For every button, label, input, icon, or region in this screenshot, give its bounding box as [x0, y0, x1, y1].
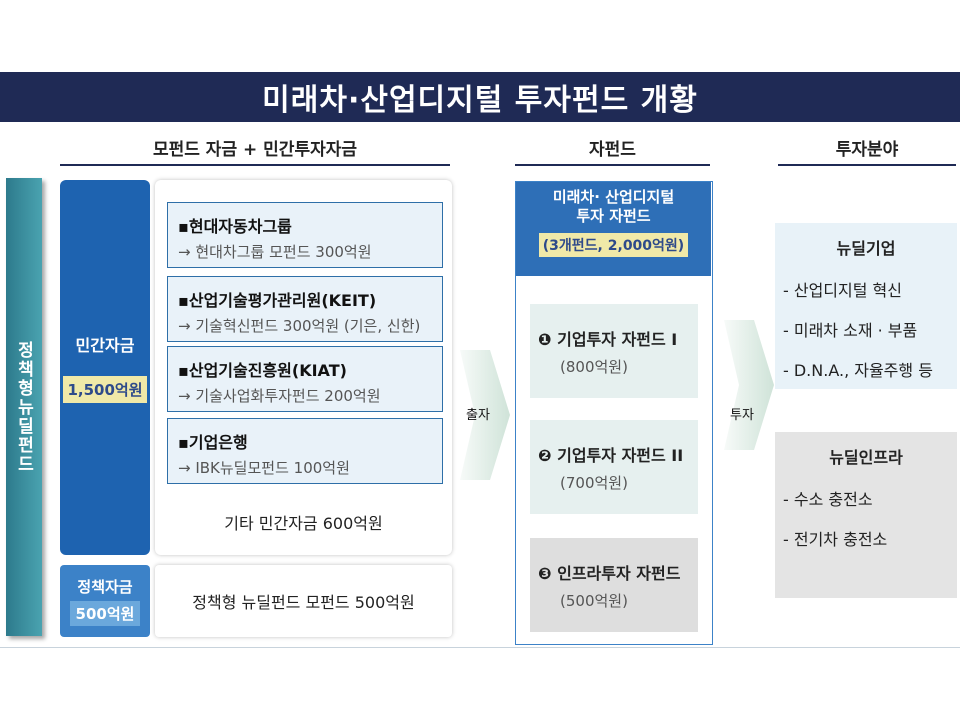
policy-new-deal-fund-banner: 정책형뉴딜펀드 — [6, 178, 42, 636]
policy-funding-amount: 500억원 — [69, 601, 141, 626]
fund-item-ibk: ▪기업은행 → IBK뉴딜모펀드 100억원 — [167, 418, 443, 484]
subfund-item-enterprise-2: ❷ 기업투자 자펀드 II (700억원) — [530, 420, 698, 514]
policy-banner-label: 정책형뉴딜펀드 — [13, 340, 34, 474]
fund-item-detail: → IBK뉴딜모펀드 100억원 — [178, 459, 350, 477]
subfund-item-amount: (700억원) — [560, 474, 628, 492]
column-header-funding: 모펀드 자금 + 민간투자자금 — [60, 130, 450, 166]
private-funding-amount: 1,500억원 — [63, 376, 147, 403]
subfund-total: (3개펀드, 2,000억원) — [538, 233, 689, 257]
field-title: 뉴딜기업 — [836, 239, 896, 258]
column-header-subfund: 자펀드 — [515, 130, 710, 166]
investment-arrow — [724, 320, 774, 450]
subfund-item-amount: (500억원) — [560, 592, 628, 610]
fund-item-keit: ▪산업기술평가관리원(KEIT) → 기술혁신펀드 300억원 (기은, 신한) — [167, 276, 443, 342]
fund-item-hyundai: ▪현대자동차그룹 → 현대차그룹 모펀드 300억원 — [167, 202, 443, 268]
subfund-item-name: ❶ 기업투자 자펀드 I — [538, 330, 678, 349]
field-new-deal-enterprise: 뉴딜기업 - 산업디지털 혁신 - 미래차 소재 · 부품 - D.N.A., … — [775, 223, 957, 389]
fund-item-detail: → 기술혁신펀드 300억원 (기은, 신한) — [178, 317, 421, 335]
investment-arrow-label: 투자 — [730, 408, 754, 423]
subfund-item-amount: (800억원) — [560, 358, 628, 376]
field-list: - 산업디지털 혁신 - 미래차 소재 · 부품 - D.N.A., 자율주행 … — [775, 277, 957, 381]
column-header-investment-field: 투자분야 — [778, 130, 956, 166]
fund-item-name: ▪현대자동차그룹 — [178, 217, 292, 236]
private-fund-list: ▪현대자동차그룹 → 현대차그룹 모펀드 300억원 ▪산업기술평가관리원(KE… — [155, 180, 452, 555]
policy-funding-label: 정책자금 — [77, 578, 133, 596]
subfund-item-name: ❸ 인프라투자 자펀드 — [538, 564, 681, 583]
fund-item-name: ▪산업기술평가관리원(KEIT) — [178, 291, 377, 310]
field-list-item: - 전기차 충전소 — [783, 530, 888, 549]
field-new-deal-infra: 뉴딜인프라 - 수소 충전소 - 전기차 충전소 — [775, 432, 957, 598]
field-list-item: - 미래차 소재 · 부품 — [783, 321, 918, 340]
subfund-title-line2: 투자 자펀드 — [576, 207, 651, 225]
subfund-panel: 미래차· 산업디지털 투자 자펀드 (3개펀드, 2,000억원) ❶ 기업투자… — [515, 181, 713, 645]
bottom-divider — [0, 647, 960, 648]
fund-item-detail: → 기술사업화투자펀드 200억원 — [178, 387, 381, 405]
subfund-title-line1: 미래차· 산업디지털 — [552, 188, 675, 206]
subfund-item-name: ❷ 기업투자 자펀드 II — [538, 446, 684, 465]
field-list: - 수소 충전소 - 전기차 충전소 — [775, 486, 957, 550]
subfund-item-enterprise-1: ❶ 기업투자 자펀드 I (800억원) — [530, 304, 698, 398]
private-funding-label: 민간자금 — [75, 336, 135, 355]
other-private-funding: 기타 민간자금 600억원 — [224, 514, 383, 533]
fund-item-detail: → 현대차그룹 모펀드 300억원 — [178, 243, 372, 261]
field-list-item: - D.N.A., 자율주행 등 — [783, 361, 933, 380]
field-title: 뉴딜인프라 — [829, 448, 903, 467]
contribution-arrow-label: 출자 — [466, 408, 490, 423]
fund-item-name: ▪기업은행 — [178, 433, 248, 452]
private-funding-box: 민간자금 1,500억원 — [60, 180, 150, 555]
policy-funding-box: 정책자금 500억원 — [60, 565, 150, 637]
policy-parent-fund: 정책형 뉴딜펀드 모펀드 500억원 — [155, 565, 452, 637]
fund-item-name: ▪산업기술진흥원(KIAT) — [178, 361, 347, 380]
fund-item-kiat: ▪산업기술진흥원(KIAT) → 기술사업화투자펀드 200억원 — [167, 346, 443, 412]
field-list-item: - 수소 충전소 — [783, 490, 873, 509]
field-list-item: - 산업디지털 혁신 — [783, 281, 902, 300]
subfund-header: 미래차· 산업디지털 투자 자펀드 (3개펀드, 2,000억원) — [516, 182, 711, 276]
subfund-item-infra: ❸ 인프라투자 자펀드 (500억원) — [530, 538, 698, 632]
page-title: 미래차·산업디지털 투자펀드 개황 — [0, 72, 960, 122]
